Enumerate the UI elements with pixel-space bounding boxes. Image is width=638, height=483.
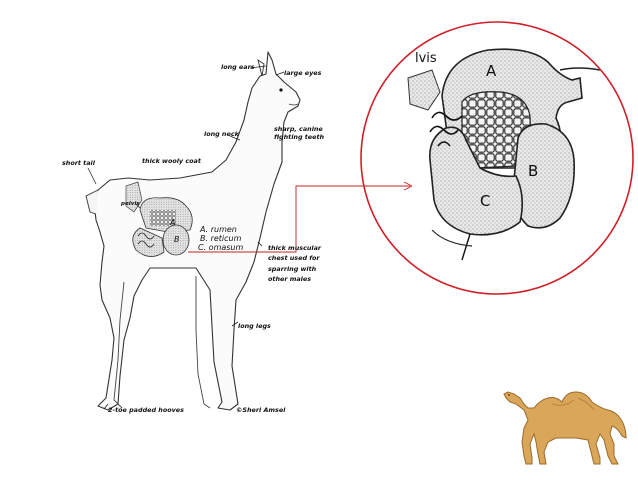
stomach-small-reticulum (162, 224, 190, 256)
label-long-legs: long legs (238, 322, 271, 330)
label-chest-line4: other males (268, 275, 311, 283)
stomach-small-letter: A (169, 218, 175, 227)
label-pointers (87, 65, 285, 410)
credit-text: ©Sheri Amsel (236, 406, 286, 414)
camel-shading (551, 397, 595, 411)
camel-icon (503, 391, 627, 465)
camel-body (503, 391, 627, 465)
label-short-tail: short tail (62, 159, 96, 167)
zoom-esophagus (559, 67, 601, 71)
llama-ear-left (257, 58, 265, 77)
llama-outline (93, 51, 301, 411)
zoom-stomach-drawing (407, 48, 601, 261)
label-large-eyes: large eyes (284, 69, 322, 77)
stomach-zoom-view: A B C lvis (360, 21, 634, 295)
label-hooves: 2-toe padded hooves (108, 406, 184, 414)
label-wooly-coat: thick wooly coat (142, 157, 202, 165)
zoom-lower-tube (461, 233, 471, 261)
zoom-intestine-loops (429, 111, 463, 147)
zoom-reticulum (512, 122, 576, 229)
camel-eye (508, 394, 510, 396)
stomach-small-letter-b: B (174, 235, 180, 244)
label-teeth-line1: sharp, canine (274, 125, 323, 133)
llama-eye (279, 88, 283, 92)
label-chest-line2: chest used for (268, 254, 320, 262)
label-omasum: C. omasum (198, 243, 244, 252)
label-chest-line3: sparring with (268, 265, 317, 273)
label-chest-line1: thick muscular (268, 244, 322, 252)
label-long-ears: long ears (221, 63, 255, 71)
llama-inner-leg-rear (113, 281, 125, 409)
stomach-small-loops (137, 232, 155, 248)
llama-labels: long ears large eyes long neck sharp, ca… (62, 63, 325, 414)
label-teeth-line2: fighting teeth (274, 133, 325, 141)
stomach-small-reticulum-grid (150, 210, 176, 226)
stomach-small-omasum (132, 227, 165, 257)
llama-mouth (288, 103, 299, 106)
zoom-letter-b: B (528, 162, 538, 180)
llama-tail (85, 189, 99, 215)
zoom-lower-tube-2 (431, 229, 473, 247)
label-reticum: B. reticum (200, 234, 242, 243)
label-pelvis: pelvis (120, 201, 140, 207)
label-long-neck: long neck (204, 130, 240, 138)
zoom-letter-c: C (480, 192, 490, 210)
llama-illustration: A B (85, 51, 301, 411)
llama-inner-leg-front (195, 276, 211, 409)
zoom-corner-text: lvis (415, 51, 437, 66)
zoom-letter-a: A (486, 62, 497, 80)
zoom-pelvis-bone (407, 69, 441, 111)
label-rumen: A. rumen (199, 225, 237, 234)
zoom-circle-border (360, 21, 634, 295)
